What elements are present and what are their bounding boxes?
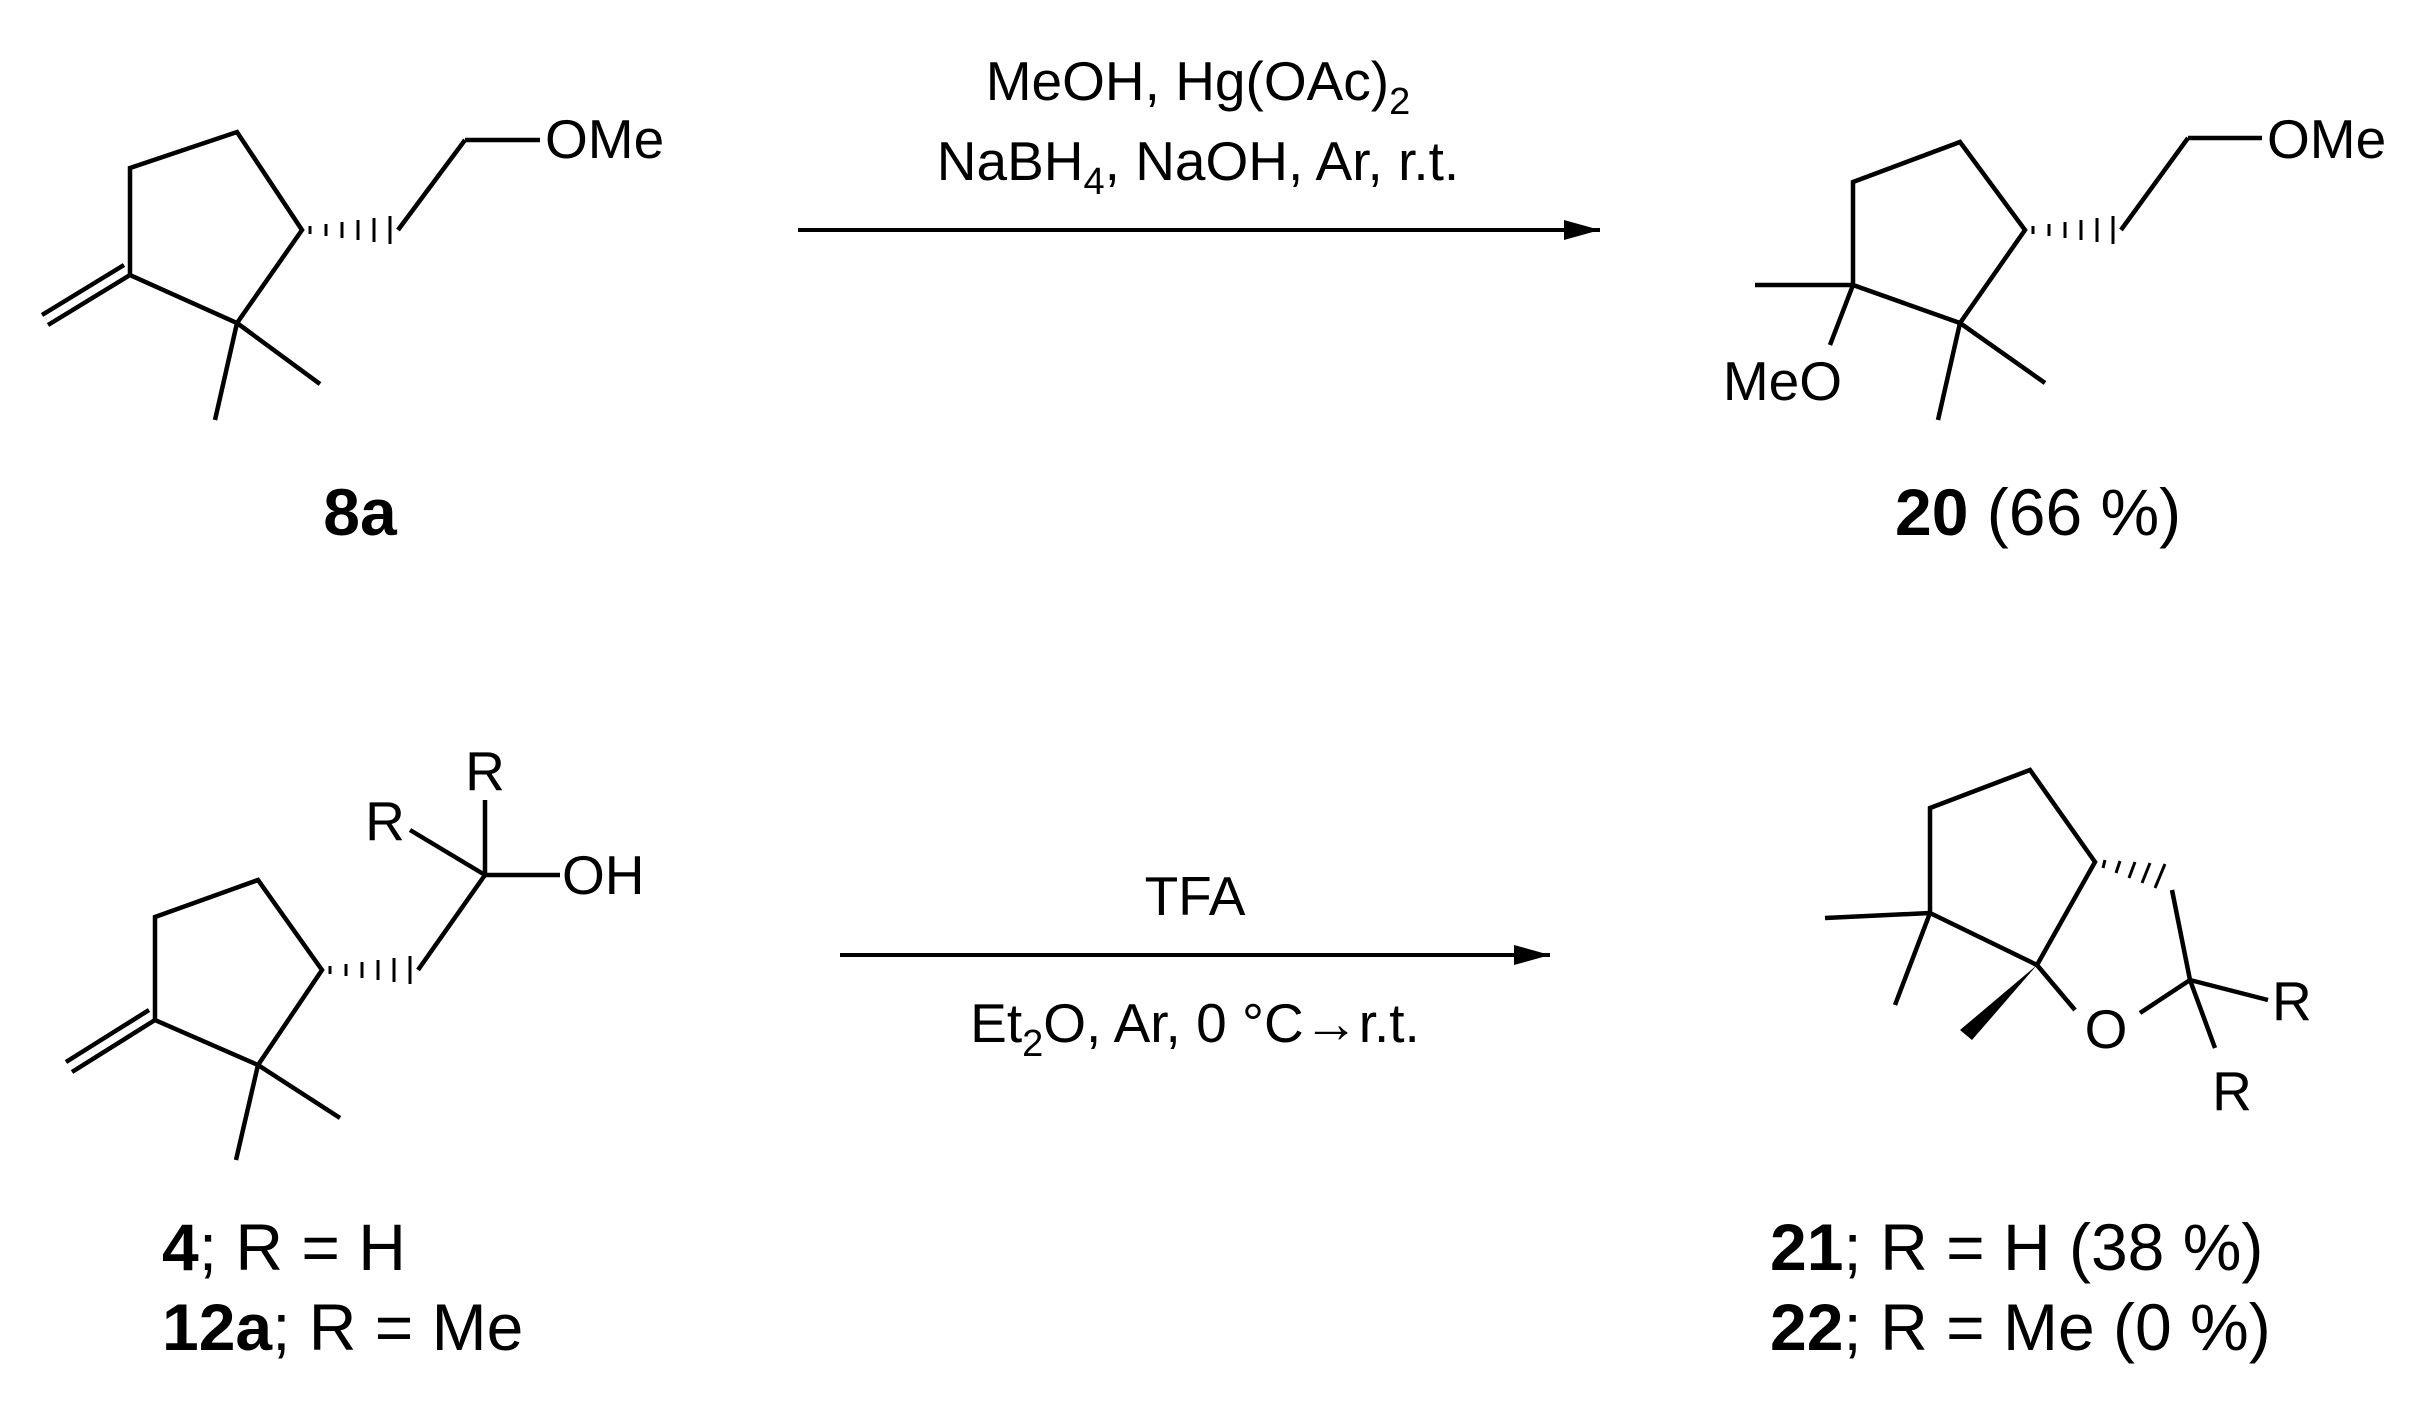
compound-21-22-structure bbox=[1824, 767, 2269, 1049]
label-r-bottom-21: R bbox=[2212, 1060, 2252, 1122]
hashed-wedge-bond bbox=[2031, 216, 2115, 244]
label-ome-20: OMe bbox=[2267, 108, 2386, 170]
label-r-right-21: R bbox=[2272, 970, 2312, 1032]
compound-id-22: 22; R = Me (0 %) bbox=[1770, 1290, 2271, 1364]
reagent-conditions-2: Et2O, Ar, 0 °C→r.t. bbox=[970, 992, 1420, 1065]
label-meo-20: MeO bbox=[1723, 350, 1842, 412]
bold-wedge-bond bbox=[1960, 965, 2037, 1040]
reagents-line-2: NaBH4, NaOH, Ar, r.t. bbox=[937, 130, 1459, 203]
reagents-line-1: MeOH, Hg(OAc)2 bbox=[986, 50, 1411, 123]
label-r-top-4: R bbox=[465, 740, 505, 802]
compound-20-structure bbox=[1755, 135, 2262, 421]
compound-8a-structure bbox=[40, 129, 540, 421]
compound-4-12a-structure bbox=[64, 800, 560, 1161]
hashed-wedge-bond bbox=[328, 956, 412, 984]
hashed-wedge-bond bbox=[308, 216, 392, 244]
label-oh-4: OH bbox=[562, 844, 645, 906]
label-r-left-4: R bbox=[365, 790, 405, 852]
compound-id-21: 21; R = H (38 %) bbox=[1770, 1210, 2263, 1284]
label-o-ring-21: O bbox=[2085, 998, 2128, 1060]
compound-id-12a: 12a; R = Me bbox=[162, 1290, 523, 1364]
compound-id-20: 20 (66 %) bbox=[1895, 475, 2181, 549]
label-ome-8a: OMe bbox=[545, 108, 664, 170]
compound-id-4: 4; R = H bbox=[162, 1210, 406, 1284]
hashed-wedge-bond bbox=[2101, 859, 2167, 889]
compound-id-8a: 8a bbox=[323, 475, 398, 549]
reagent-tfa: TFA bbox=[1145, 865, 1246, 927]
